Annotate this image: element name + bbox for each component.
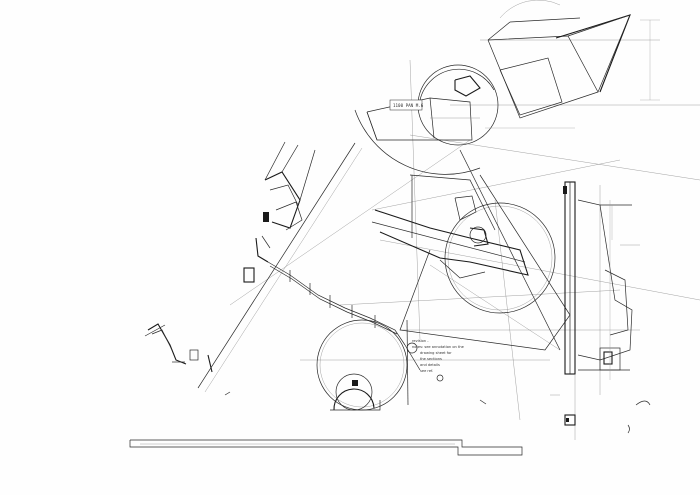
note-line-3: drawing sheet for xyxy=(420,351,452,355)
lower-circle xyxy=(316,319,421,411)
panel-label: 1100 PAN M.6 xyxy=(393,103,424,108)
left-fixture xyxy=(144,323,213,373)
base-wall xyxy=(129,439,523,456)
note-line-6: see ref. xyxy=(420,369,433,373)
column-assembly xyxy=(263,141,316,231)
annotation-note: revision - notes: see annotation on the … xyxy=(412,339,465,373)
right-tower xyxy=(563,181,651,440)
semicircle-detail: 1100 PAN M.6 xyxy=(354,64,499,175)
note-line-2: notes: see annotation on the xyxy=(412,345,465,349)
main-diagonal xyxy=(197,142,363,393)
note-line-4: the sections xyxy=(420,357,442,361)
top-right-box xyxy=(485,0,660,129)
central-circle xyxy=(371,149,571,351)
construction-lines xyxy=(229,39,700,421)
tag-box xyxy=(389,99,423,111)
railing xyxy=(243,235,406,346)
marks xyxy=(224,244,640,405)
note-line-5: and details xyxy=(420,363,440,367)
note-line-1: revision - xyxy=(412,339,429,343)
